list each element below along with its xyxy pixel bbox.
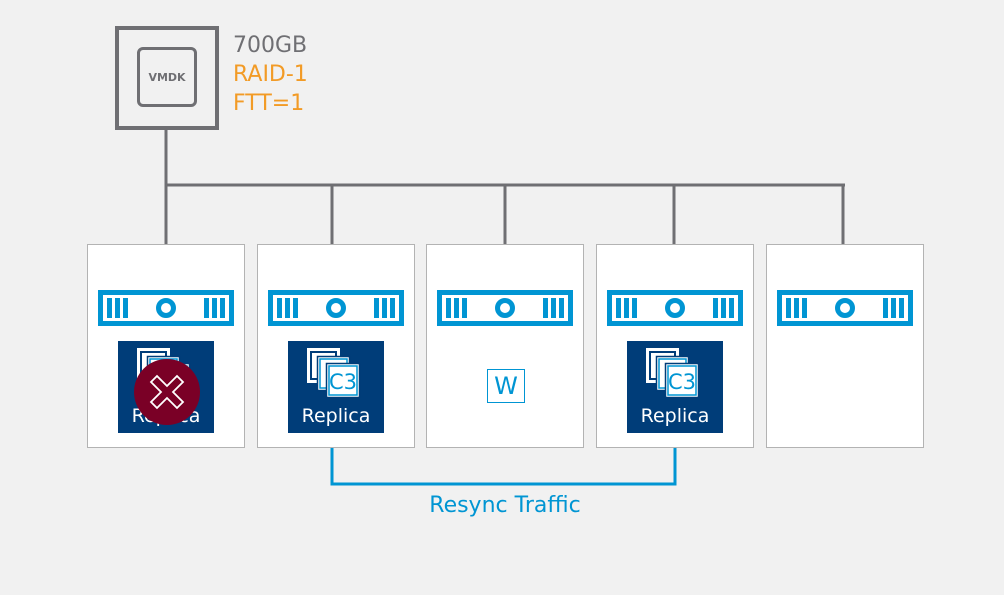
- vmdk-ftt: FTT=1: [233, 91, 305, 116]
- vmdk-size: 700GB: [233, 33, 308, 58]
- server-icon: [268, 290, 404, 326]
- storage-bus: [164, 126, 845, 187]
- server: [437, 290, 573, 330]
- server-icon: [777, 290, 913, 326]
- server: [268, 290, 404, 330]
- witness-label: W: [494, 372, 518, 400]
- server: [98, 290, 234, 330]
- host-3: W: [426, 244, 584, 448]
- resync-traffic-label: Resync Traffic: [0, 493, 1004, 518]
- replica-component[interactable]: C3 Replica: [288, 341, 384, 433]
- replica-component-failed[interactable]: C3 Replica: [118, 341, 214, 433]
- replica-stack-icon: C3: [307, 348, 361, 399]
- server-icon: [607, 290, 743, 326]
- host-4: C3 Replica: [596, 244, 754, 448]
- server: [777, 290, 913, 330]
- resync-traffic-text: Resync Traffic: [429, 493, 581, 518]
- replica-component-id: C3: [329, 370, 357, 394]
- vmdk-raid-level: RAID-1: [233, 62, 308, 87]
- resync-path: [330, 432, 677, 486]
- replica-component[interactable]: C3 Replica: [627, 341, 723, 433]
- replica-component-id: C3: [668, 370, 696, 394]
- vmdk-icon: VMDK: [137, 47, 197, 107]
- host-5: [766, 244, 924, 448]
- host-1: C3 Replica: [87, 244, 245, 448]
- replica-label: Replica: [301, 405, 371, 427]
- server: [607, 290, 743, 330]
- vmdk-label: VMDK: [148, 70, 186, 84]
- witness-component[interactable]: W: [487, 369, 525, 403]
- host-2: C3 Replica: [257, 244, 415, 448]
- server-icon: [98, 290, 234, 326]
- replica-stack-icon: C3: [646, 348, 700, 399]
- replica-label: Replica: [640, 405, 710, 427]
- failure-x-icon: [134, 359, 200, 425]
- server-icon: [437, 290, 573, 326]
